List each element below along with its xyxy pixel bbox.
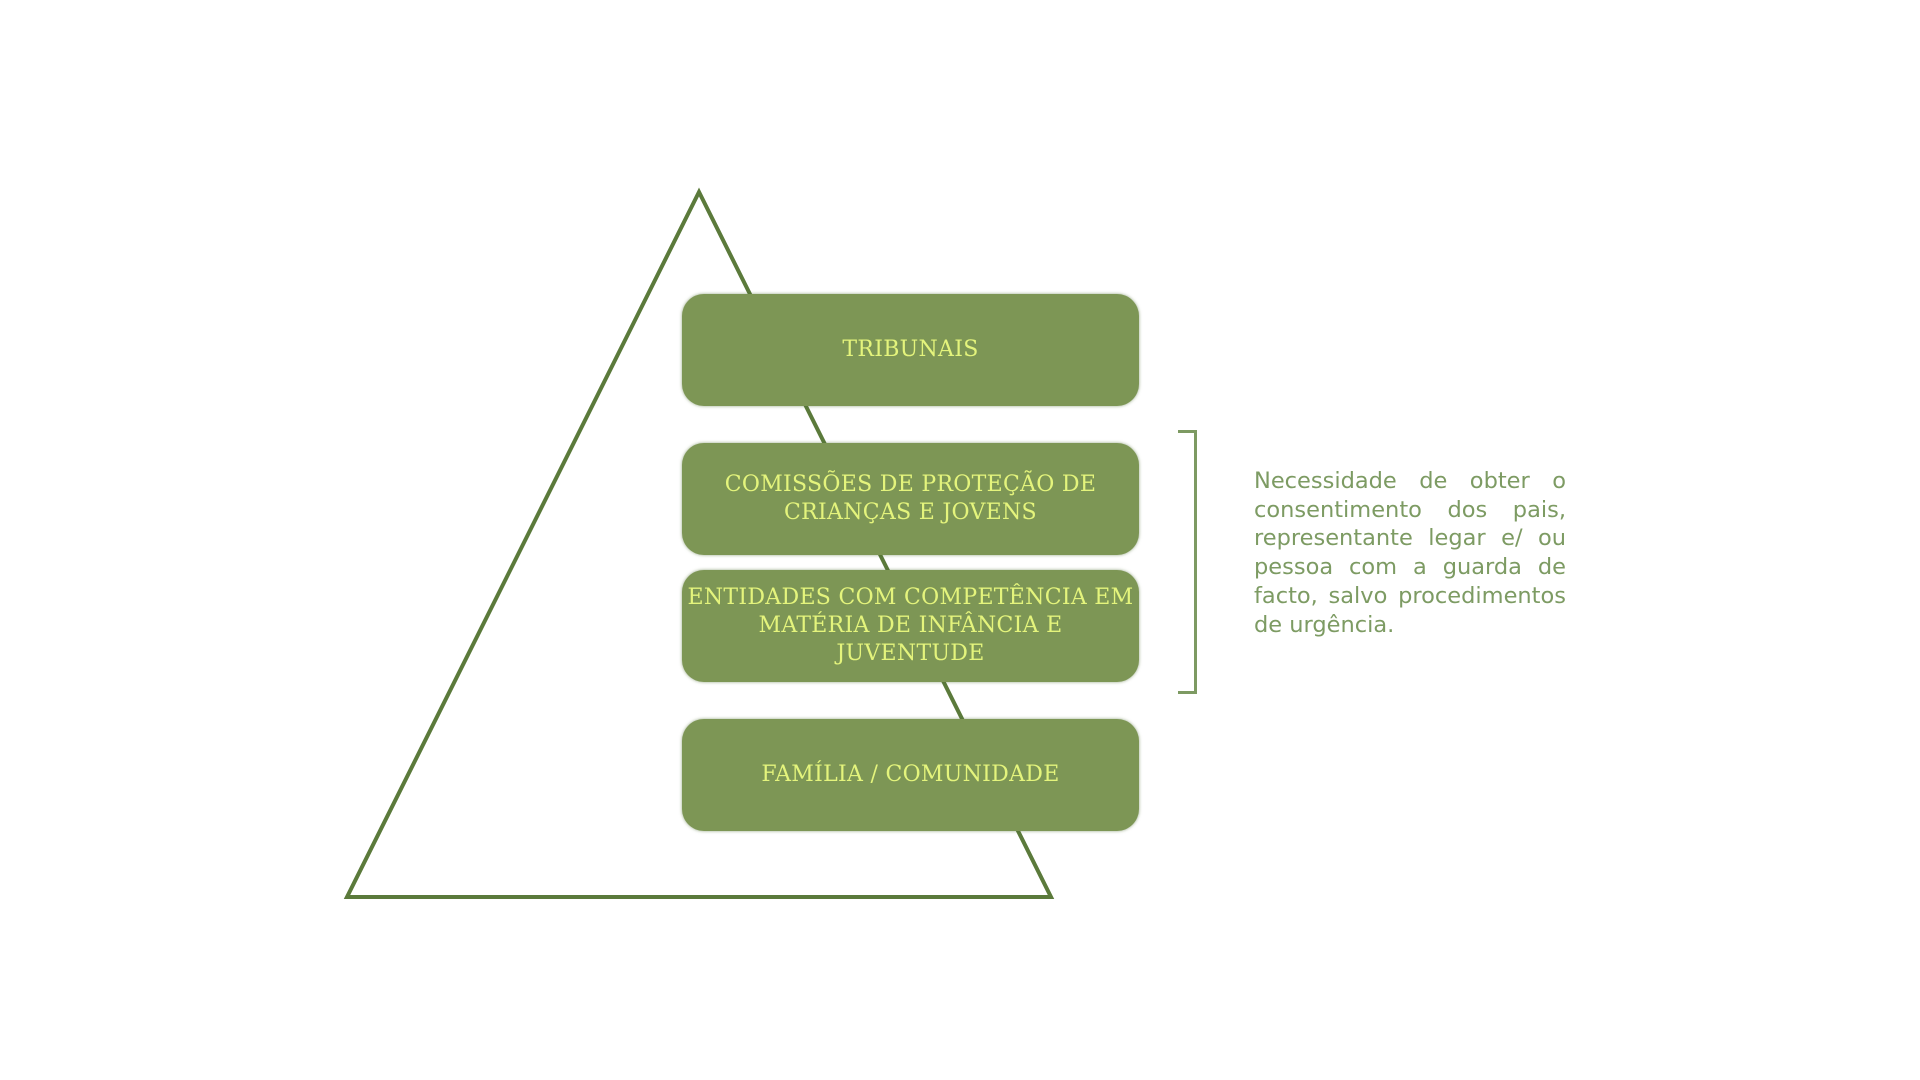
level-entidades: ENTIDADES COM COMPETÊNCIA EM MATÉRIA DE …: [682, 570, 1139, 682]
level-tribunais: TRIBUNAIS: [682, 294, 1139, 406]
level-comissoes: COMISSÕES DE PROTEÇÃO DE CRIANÇAS E JOVE…: [682, 443, 1139, 555]
level-familia: FAMÍLIA / COMUNIDADE: [682, 719, 1139, 831]
consent-note: Necessidade de obter o consentimento dos…: [1254, 468, 1566, 638]
level-label: TRIBUNAIS: [842, 337, 979, 362]
level-label-line: COMISSÕES DE PROTEÇÃO DE: [724, 472, 1097, 497]
level-label-line: ENTIDADES COM COMPETÊNCIA EM: [687, 585, 1134, 610]
level-label-line: CRIANÇAS E JOVENS: [784, 500, 1037, 525]
bracket: [1178, 430, 1197, 694]
level-label: FAMÍLIA / COMUNIDADE: [761, 762, 1060, 787]
level-label-line: MATÉRIA DE INFÂNCIA E JUVENTUDE: [758, 613, 1063, 666]
